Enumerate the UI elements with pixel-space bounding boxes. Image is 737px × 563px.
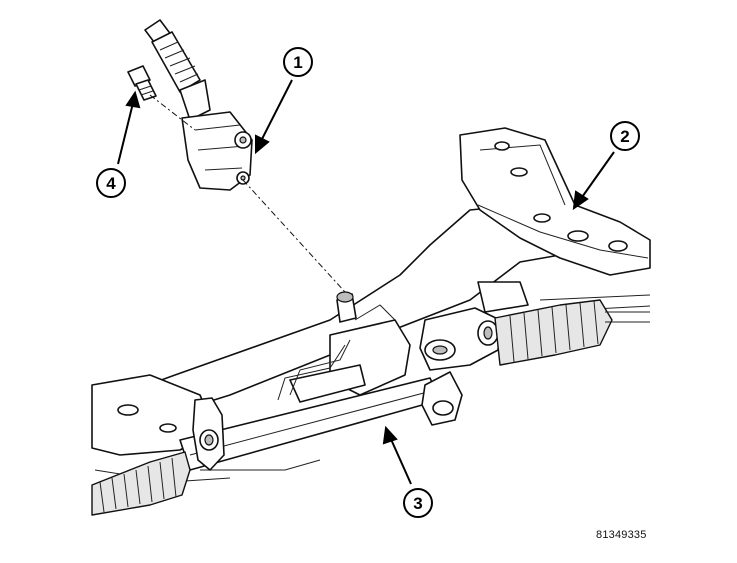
callout-number: 1 bbox=[293, 53, 302, 72]
intermediate-shaft bbox=[144, 19, 253, 191]
callout-1: 1 bbox=[283, 47, 313, 77]
callout-number: 3 bbox=[413, 494, 422, 513]
figure-id: 81349335 bbox=[596, 529, 647, 541]
callout-3: 3 bbox=[403, 488, 433, 518]
pinch-bolt bbox=[127, 65, 157, 101]
callout-2: 2 bbox=[610, 121, 640, 151]
callout-number: 4 bbox=[106, 174, 116, 193]
bolt-alignment-line bbox=[149, 94, 196, 131]
leader-arrows bbox=[117, 79, 615, 485]
alignment-line bbox=[242, 179, 346, 293]
callout-number: 2 bbox=[620, 127, 629, 146]
steering-gear bbox=[91, 291, 650, 516]
crossmember bbox=[91, 127, 651, 483]
callout-4: 4 bbox=[96, 168, 126, 198]
